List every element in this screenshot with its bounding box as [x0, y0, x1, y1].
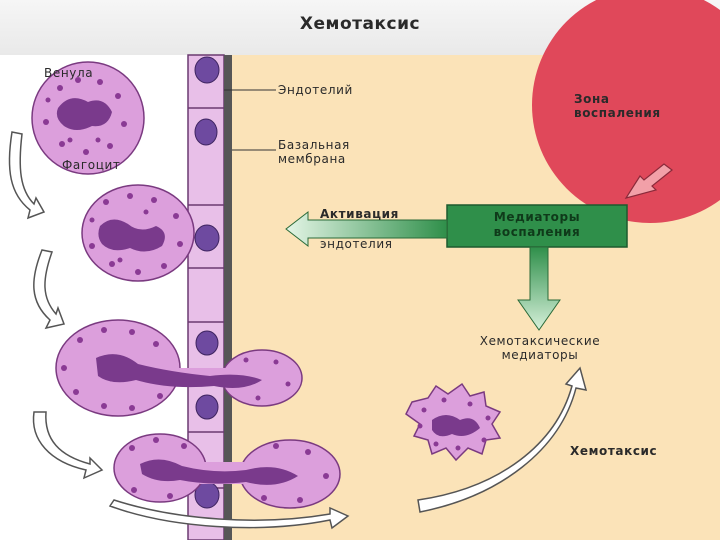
phagocyte-cell-2 — [81, 184, 195, 282]
inflammation-arrow — [624, 163, 673, 199]
phagocyte-cell-3 — [55, 319, 303, 417]
mediators-label: Медиаторы воспаления — [447, 210, 627, 240]
inflammation-zone-label-line2: воспаления — [574, 106, 661, 120]
chemotactic-mediators-label-line1: Хемотаксические — [479, 334, 601, 348]
basal-membrane — [224, 55, 232, 540]
activation-arrow — [285, 210, 448, 248]
chemotaxis-label: Хемотаксис — [570, 444, 658, 458]
phagocyte-label: Фагоцит — [62, 158, 121, 172]
inflammation-zone-label-line1: Зона — [574, 92, 610, 106]
basal-membrane-label-line1: Базальная — [278, 138, 350, 152]
chemotactic-mediators-label-line2: медиаторы — [501, 348, 579, 362]
activation-label-line2: эндотелия — [320, 237, 393, 251]
page-title: Хемотаксис — [299, 14, 421, 34]
activation-label-line1: Активация — [320, 207, 399, 221]
basal-membrane-label-line2: мембрана — [278, 152, 346, 166]
phagocyte-cell-5 — [405, 382, 502, 462]
phagocyte-cell-4 — [113, 433, 341, 509]
migration-arrows — [8, 131, 588, 530]
endothelial-nuclei — [194, 56, 220, 509]
endothelium-label: Эндотелий — [278, 83, 353, 97]
mediators-label-line2: воспаления — [493, 225, 581, 239]
inflammation-zone — [532, 0, 720, 223]
phagocyte-cell-1 — [31, 61, 145, 175]
mediators-label-line1: Медиаторы — [493, 210, 581, 224]
chemotactic-arrow — [517, 246, 561, 331]
venule-label: Венула — [44, 66, 94, 80]
